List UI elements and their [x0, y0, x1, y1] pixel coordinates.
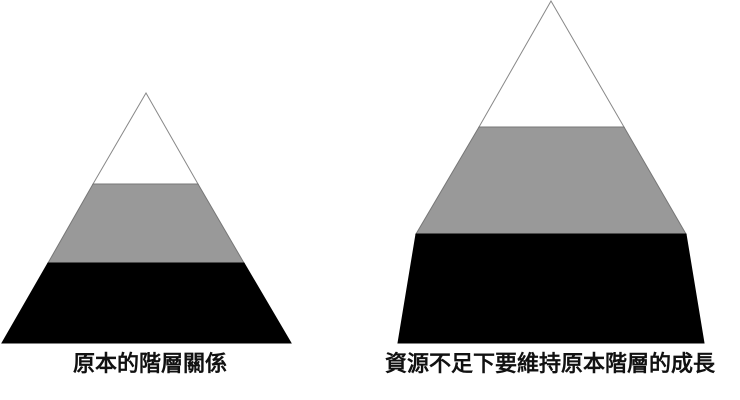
left-middle-layer: [47, 183, 245, 264]
left-top-layer: [92, 91, 199, 185]
left-pyramid-caption: 原本的階層關係: [72, 352, 227, 377]
right-middle-layer: [415, 126, 687, 235]
right-top-layer: [478, 0, 625, 128]
right-pyramid-caption: 資源不足下要維持原本階層的成長: [384, 352, 715, 377]
right-pyramid: [397, 0, 705, 344]
left-bottom-layer: [1, 262, 292, 344]
left-pyramid: [1, 91, 292, 344]
right-bottom-layer: [397, 233, 705, 344]
